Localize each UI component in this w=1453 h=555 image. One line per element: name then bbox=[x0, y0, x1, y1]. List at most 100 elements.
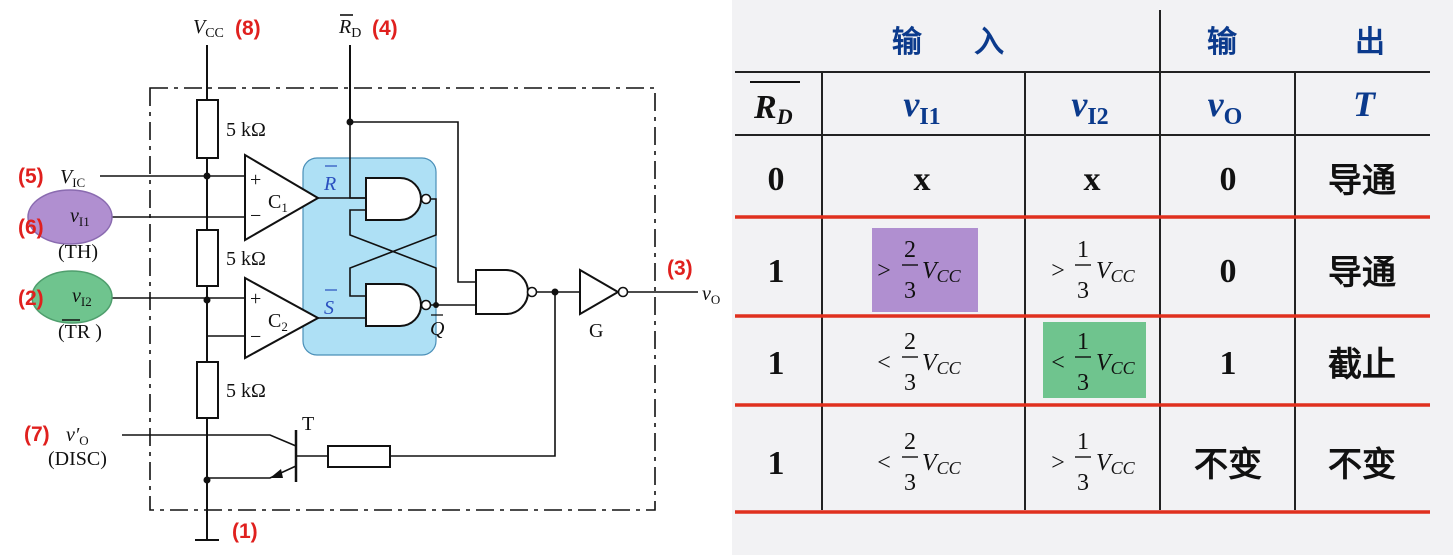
row3-vi1: < 2 3 VCC bbox=[877, 329, 961, 396]
svg-text:+: + bbox=[250, 169, 261, 191]
vic-pin-number: (5) bbox=[18, 165, 44, 188]
svg-text:<: < bbox=[877, 450, 891, 476]
disc-alias: (DISC) bbox=[48, 448, 107, 470]
th-label: (TH) bbox=[58, 241, 98, 263]
col-header-rd: RD bbox=[753, 89, 793, 129]
rd-to-output-nand bbox=[350, 121, 476, 283]
row2-rd: 1 bbox=[768, 253, 785, 290]
row1-vo: 0 bbox=[1220, 161, 1237, 198]
svg-text:<: < bbox=[1051, 350, 1065, 376]
discharge-feedback bbox=[390, 292, 556, 457]
header-output-left: 输 bbox=[1207, 25, 1238, 60]
svg-text:3: 3 bbox=[904, 470, 916, 496]
row4-rd: 1 bbox=[768, 445, 785, 482]
svg-text:3: 3 bbox=[904, 278, 916, 304]
vic-label: VIC bbox=[60, 166, 85, 190]
vi1-highlight bbox=[27, 189, 113, 245]
svg-text:VCC: VCC bbox=[1096, 350, 1136, 378]
vi1-highlight-cell bbox=[872, 228, 978, 312]
svg-text:VCC: VCC bbox=[922, 350, 962, 378]
vo-label: vO bbox=[702, 283, 720, 307]
row3-vo: 1 bbox=[1220, 345, 1237, 382]
row4-vo: 不变 bbox=[1194, 445, 1262, 485]
table-background bbox=[732, 0, 1453, 555]
row4-vi1: < 2 3 VCC bbox=[877, 429, 961, 496]
row3-vi2: < 1 3 VCC bbox=[1051, 329, 1135, 396]
vcc-label: VCC bbox=[193, 16, 224, 41]
vi1-label: vI1 bbox=[70, 205, 90, 229]
vi2-label: vI2 bbox=[72, 285, 92, 309]
col-header-t: T bbox=[1353, 84, 1377, 124]
col-header-vi2: vI2 bbox=[1071, 84, 1108, 130]
svg-text:3: 3 bbox=[1077, 370, 1089, 396]
svg-text:VCC: VCC bbox=[922, 258, 962, 286]
col-header-vi1: vI1 bbox=[903, 84, 940, 130]
truth-table: 输 入 输 出 RD vI1 vI2 vO T 0 x x 0 导通 1 > 2… bbox=[735, 10, 1430, 514]
svg-text:>: > bbox=[1051, 258, 1065, 284]
inverter-g bbox=[579, 268, 620, 316]
comparator-c1 bbox=[244, 153, 320, 242]
row1-t: 导通 bbox=[1328, 161, 1396, 201]
tr-label: (TR ) bbox=[58, 321, 102, 343]
svg-text:−: − bbox=[250, 205, 261, 227]
rd-pin-number: (4) bbox=[372, 17, 398, 40]
row3-t: 截止 bbox=[1328, 345, 1396, 385]
svg-text:2: 2 bbox=[904, 329, 916, 355]
row2-vo: 0 bbox=[1220, 253, 1237, 290]
row2-vi1: > 2 3 VCC bbox=[877, 237, 961, 304]
rd-label: RD bbox=[338, 16, 361, 41]
resistor-3-label: 5 kΩ bbox=[226, 380, 266, 402]
row3-rd: 1 bbox=[768, 345, 785, 382]
svg-text:3: 3 bbox=[1077, 278, 1089, 304]
vi2-highlight-cell bbox=[1043, 322, 1146, 398]
resistor-2-label: 5 kΩ bbox=[226, 248, 266, 270]
latch-nand-bottom bbox=[365, 283, 422, 327]
comparator-c2 bbox=[244, 276, 321, 360]
latch-s-label: S bbox=[324, 297, 334, 319]
svg-text:1: 1 bbox=[1077, 329, 1089, 355]
latch-r-label: R bbox=[323, 173, 336, 195]
svg-text:VCC: VCC bbox=[1096, 258, 1136, 286]
row1-rd: 0 bbox=[768, 161, 785, 198]
vi2-highlight bbox=[31, 270, 113, 324]
svg-text:1: 1 bbox=[1077, 237, 1089, 263]
circuit-diagram: 5 kΩ 5 kΩ 5 kΩ VCC (8) RD (4) (5) VIC + … bbox=[18, 14, 720, 543]
base-resistor bbox=[327, 445, 391, 468]
q-label: Q bbox=[430, 318, 445, 340]
svg-text:<: < bbox=[877, 350, 891, 376]
header-output-right: 出 bbox=[1355, 25, 1385, 60]
vo-pin-number: (3) bbox=[667, 257, 693, 280]
output-nand bbox=[475, 269, 529, 315]
svg-text:>: > bbox=[1051, 450, 1065, 476]
svg-text:2: 2 bbox=[904, 429, 916, 455]
transistor-label: T bbox=[302, 413, 314, 435]
row1-vi1: x bbox=[914, 161, 931, 198]
row1-vi2: x bbox=[1084, 161, 1101, 198]
vi1-pin-number: (6) bbox=[18, 216, 44, 239]
resistor-1 bbox=[196, 99, 219, 159]
resistor-3 bbox=[196, 361, 219, 419]
row4-vi2: > 1 3 VCC bbox=[1051, 429, 1135, 496]
svg-text:>: > bbox=[877, 258, 891, 284]
row4-t: 不变 bbox=[1328, 445, 1396, 485]
svg-text:VCC: VCC bbox=[922, 450, 962, 478]
inverter-label: G bbox=[589, 320, 603, 342]
svg-text:3: 3 bbox=[904, 370, 916, 396]
vcc-pin-number: (8) bbox=[235, 17, 261, 40]
svg-text:3: 3 bbox=[1077, 470, 1089, 496]
row2-vi2: > 1 3 VCC bbox=[1051, 237, 1135, 304]
col-header-vo: vO bbox=[1208, 84, 1243, 130]
svg-text:−: − bbox=[250, 326, 261, 348]
svg-text:1: 1 bbox=[1077, 429, 1089, 455]
svg-text:+: + bbox=[250, 288, 261, 310]
chip-outline bbox=[149, 87, 656, 511]
c2-label: C2 bbox=[268, 310, 288, 334]
resistor-2 bbox=[196, 229, 219, 287]
svg-text:2: 2 bbox=[904, 237, 916, 263]
disc-pin-number: (7) bbox=[24, 423, 50, 446]
disc-label: v′O bbox=[66, 424, 89, 448]
header-input: 输 入 bbox=[892, 25, 1004, 60]
row2-t: 导通 bbox=[1328, 253, 1396, 293]
vi2-pin-number: (2) bbox=[18, 287, 44, 310]
svg-text:VCC: VCC bbox=[1096, 450, 1136, 478]
